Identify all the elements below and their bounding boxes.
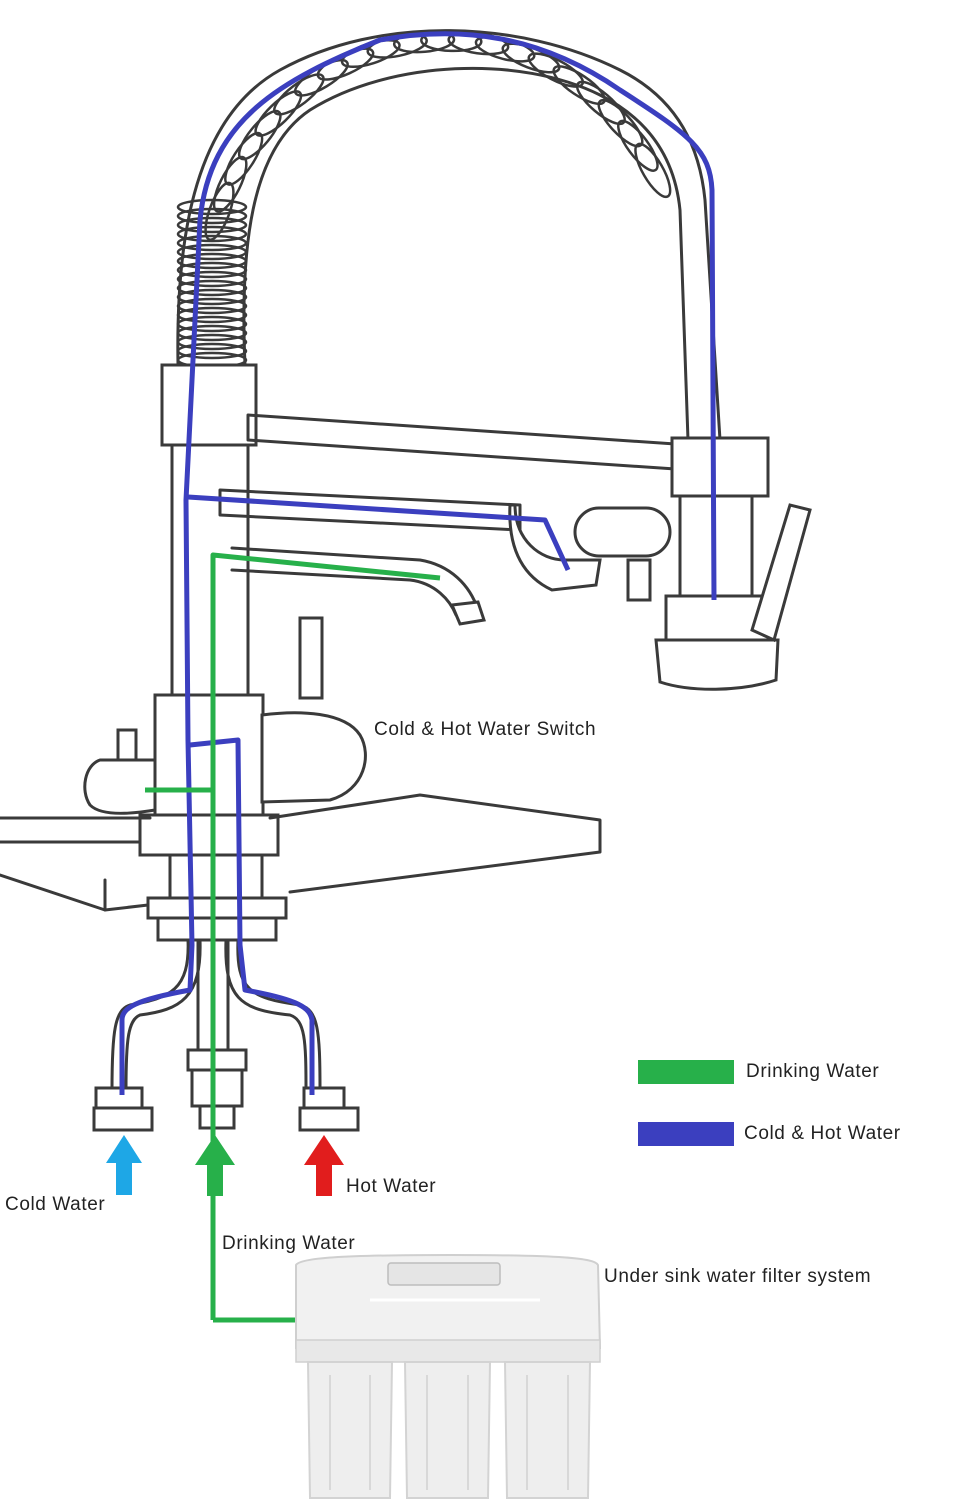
coil-loop bbox=[634, 142, 672, 199]
gooseneck-pipe bbox=[176, 29, 722, 442]
drinking-water-arrow bbox=[195, 1135, 235, 1196]
legend-label-drinking: Drinking Water bbox=[746, 1061, 880, 1082]
coil-loop bbox=[176, 234, 248, 252]
coil-loop bbox=[273, 73, 325, 116]
coil-loop bbox=[617, 119, 659, 172]
coil-loop bbox=[224, 131, 264, 186]
supply-hoses bbox=[92, 938, 360, 1132]
cold-hot-water-line bbox=[119, 31, 717, 1095]
coil-loop bbox=[254, 90, 303, 137]
coil-loop bbox=[176, 279, 248, 297]
legend-swatch-drinking bbox=[638, 1060, 734, 1084]
hot-water-label: Hot Water bbox=[346, 1176, 437, 1197]
faucet-body bbox=[138, 363, 288, 942]
legend-label-cold-hot: Cold & Hot Water bbox=[744, 1123, 901, 1144]
drinking-water-label: Drinking Water bbox=[222, 1233, 356, 1254]
coil-loop bbox=[176, 207, 248, 225]
coil-loop bbox=[552, 65, 606, 106]
cold-water-label: Cold Water bbox=[5, 1194, 106, 1215]
legend-swatch-cold-hot bbox=[638, 1122, 734, 1146]
switch-label: Cold & Hot Water Switch bbox=[374, 719, 597, 740]
drinking-spout bbox=[230, 546, 486, 626]
coil-loop bbox=[575, 80, 626, 126]
coil-loop bbox=[204, 181, 235, 241]
handles bbox=[83, 616, 367, 815]
coil-loop bbox=[237, 109, 282, 161]
coil-loop bbox=[176, 225, 248, 243]
coil-loop bbox=[212, 155, 248, 213]
coil-loop bbox=[176, 216, 248, 234]
inlet-arrows bbox=[106, 1135, 344, 1196]
cold-water-arrow bbox=[106, 1135, 142, 1195]
hot-water-arrow bbox=[304, 1135, 344, 1196]
countertop bbox=[0, 793, 602, 912]
drinking-water-line bbox=[145, 552, 441, 1323]
filter-system-label: Under sink water filter system bbox=[604, 1266, 872, 1287]
mixer-arm bbox=[218, 488, 672, 602]
filter-system bbox=[295, 1253, 602, 1499]
